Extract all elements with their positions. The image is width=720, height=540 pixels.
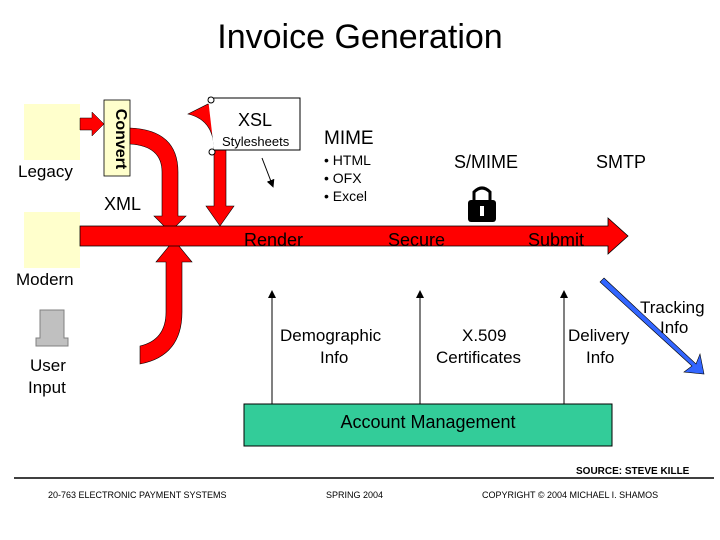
mime-label: MIME — [324, 128, 374, 149]
source-credit: SOURCE: STEVE KILLE — [576, 466, 690, 477]
smtp-label: SMTP — [596, 152, 647, 172]
legacy-to-convert-arrow — [79, 111, 105, 137]
user-input-icon — [35, 309, 69, 347]
modern-label: Modern — [16, 270, 74, 289]
demographic-label-2: Info — [320, 348, 349, 367]
delivery-label-1: Delivery — [568, 326, 630, 345]
x509-label-2: Certificates — [436, 348, 522, 367]
x509-label-1: X.509 — [462, 326, 507, 345]
page-title: Invoice Generation — [217, 18, 503, 56]
tracking-label-2: Info — [660, 318, 689, 337]
tracking-label-1: Tracking — [640, 298, 705, 317]
user-input-label-1: User — [30, 356, 66, 375]
mime-item-html: • HTML — [324, 152, 371, 168]
footer-term: SPRING 2004 — [326, 490, 384, 500]
account-management-box — [243, 403, 613, 447]
modern-curve-arrow — [139, 239, 193, 365]
mime-item-excel: • Excel — [324, 188, 368, 204]
legacy-label: Legacy — [18, 162, 73, 181]
mime-item-ofx: • OFX — [324, 170, 362, 186]
user-input-label-2: Input — [28, 378, 66, 397]
xsl-label: XSL — [238, 110, 273, 130]
account-management-label: Account Management — [340, 412, 516, 432]
smime-label: S/MIME — [454, 152, 519, 172]
legacy-box — [24, 104, 80, 160]
tracking-arrow — [599, 277, 705, 375]
secure-label: Secure — [388, 230, 446, 250]
render-label: Render — [244, 230, 304, 250]
footer-copyright: COPYRIGHT © 2004 MICHAEL I. SHAMOS — [482, 490, 659, 500]
submit-label: Submit — [528, 230, 585, 250]
stylesheets-label: Stylesheets — [222, 134, 290, 149]
lock-icon — [468, 186, 496, 222]
xsl-scroll — [208, 97, 301, 151]
demographic-label-1: Demographic — [280, 326, 382, 345]
delivery-label-2: Info — [586, 348, 615, 367]
convert-curve-arrow — [129, 127, 187, 233]
footer-course: 20-763 ELECTRONIC PAYMENT SYSTEMS — [48, 490, 227, 500]
stylesheets-to-render-line — [261, 157, 275, 188]
convert-label: Convert — [112, 108, 129, 170]
convert-box — [103, 99, 131, 177]
modern-box — [24, 212, 80, 268]
main-pipeline-arrow — [79, 217, 629, 255]
xml-label: XML — [104, 194, 142, 214]
